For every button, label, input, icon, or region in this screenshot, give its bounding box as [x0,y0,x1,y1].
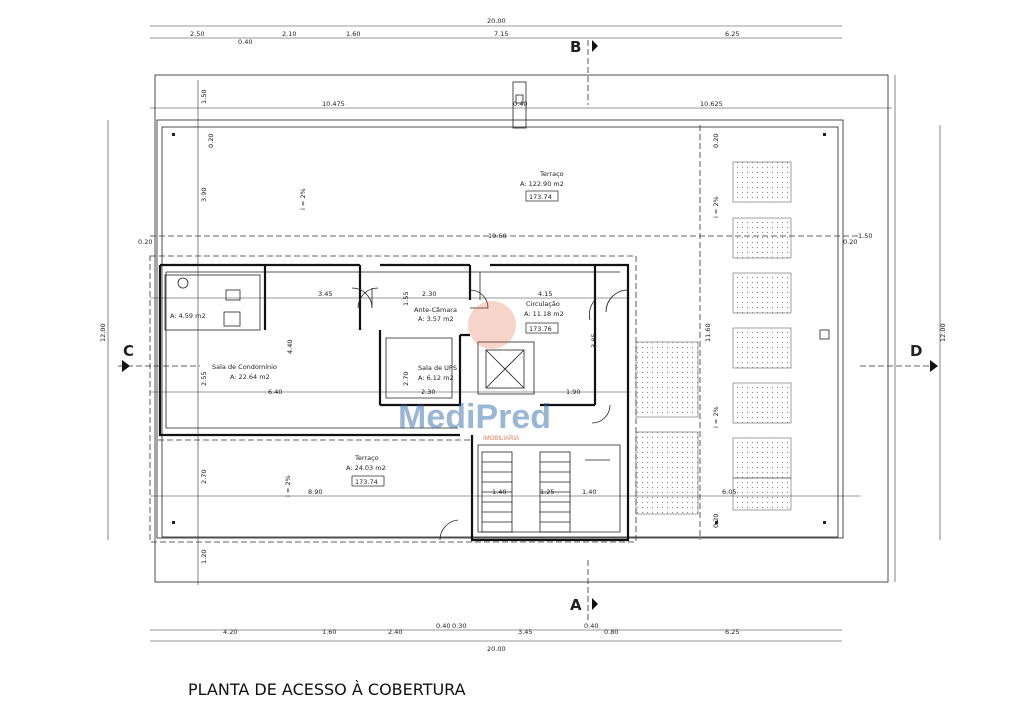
dim-text: 3.45 [518,628,532,636]
section-label-d: D [910,342,922,360]
dim-text: 0.20 [712,134,720,148]
dim-text: 3.85 [590,334,598,348]
section-label-b: B [570,38,581,56]
watermark-logo: MediPred IMOBILIÁRIA [398,301,551,442]
roof-outline [154,74,889,583]
watermark-sub: IMOBILIÁRIA [483,435,519,442]
room-area: A: 24.03 m2 [346,464,386,472]
dim-text: 0.20 [138,238,152,246]
dim-text: 6.05 [722,488,736,496]
dim-text: 0.20 [712,514,720,528]
room-area: A: 22.64 m2 [230,373,270,381]
dim-text: 1.90 [566,388,580,396]
core-walls [158,263,630,542]
dim-text: 12.00 [99,323,107,342]
dimension-lines [107,25,941,642]
dim-text: 1.25 [540,488,554,496]
dim-text: 12.00 [939,323,947,342]
dim-text: 6.25 [725,628,739,636]
slope-label: i = 2% [712,196,720,218]
dim-text: 8.90 [308,488,322,496]
dim-text: 6.40 [268,388,282,396]
dim-text: 2.30 [422,290,436,298]
room-area: A: 122.90 m2 [520,180,564,188]
section-label-c: C [123,342,134,360]
dim-text: 0.40 [436,622,450,630]
section-label-a: A [570,596,582,614]
dim-text: 1.20 [200,550,208,564]
staircase [481,451,610,533]
slope-label: i = 2% [284,475,292,497]
room-area: A: 4.59 m2 [170,312,206,320]
room-area: A: 11.18 m2 [524,310,564,318]
dim-text: 2.70 [402,372,410,386]
dim-text: 10.625 [700,100,723,108]
skylight-panels [635,161,792,515]
toilet-icon [177,277,189,289]
slope-label: i = 2% [712,406,720,428]
room-name: Sala de UPS [418,364,457,372]
dim-text: 1.60 [322,628,336,636]
roof-drain [819,329,830,340]
roof-vent [512,81,527,129]
dim-text: 0.20 [207,134,215,148]
corner-markers [172,133,826,524]
room-name: Terraço [354,454,379,462]
dim-text: 2.55 [200,372,208,386]
room-level: 173.74 [355,478,378,486]
dim-text: 0.40 [238,38,252,46]
dim-text: 1.50 [200,90,208,104]
room-name: Ante-Câmara [414,306,457,314]
dim-text: 1.55 [402,292,410,306]
drawing-title: PLANTA DE ACESSO À COBERTURA [188,680,466,699]
dim-text: 0.40 [513,100,527,108]
lift-shaft [477,341,535,395]
dim-text: 2.30 [421,388,435,396]
dim-text: 11.60 [704,323,712,342]
dim-text: 3.45 [318,290,332,298]
dim-text: 7.15 [494,30,508,38]
room-name: Sala de Condomínio [212,363,277,371]
dim-text: 2.40 [388,628,402,636]
dim-text: 2.70 [200,470,208,484]
dim-text: 4.15 [538,290,552,298]
room-area: A: 3.57 m2 [418,315,454,323]
core-outer-dash [149,255,637,543]
dim-text: 1.60 [346,30,360,38]
room-name: Circulação [526,300,560,308]
room-area: A: 6.12 m2 [418,374,454,382]
dim-text: 2.50 [190,30,204,38]
dim-text: 6.25 [725,30,739,38]
watermark-brand: MediPred [398,398,551,436]
dim-text: 10.475 [322,100,345,108]
dim-text: 4.40 [286,340,294,354]
dim-text: 1.50 [858,232,872,240]
room-name: Terraço [539,170,564,178]
room-level: 173.76 [529,325,552,333]
section-cut-lines [118,40,938,620]
dim-text: 0.20 [843,238,857,246]
slope-label: i = 2% [299,188,307,210]
washbasin-icon [223,311,241,327]
core-inner-walls [165,271,621,533]
dim-text: 19.60 [488,232,507,240]
dim-text: 20.00 [487,17,506,25]
dim-text: 20.00 [487,645,506,653]
shower-icon [225,289,241,301]
wc-room [164,274,261,331]
dim-text: 0.30 [452,622,466,630]
dim-text: 3.90 [200,188,208,202]
room-level: 173.74 [529,193,552,201]
dim-text: 1.40 [492,488,506,496]
door-swings [351,287,629,541]
roof-parapet [161,126,839,538]
dim-text: 4.20 [223,628,237,636]
dim-text: 1.40 [582,488,596,496]
dim-text: 0.40 [584,622,598,630]
dim-text: 2.10 [282,30,296,38]
dim-text: 0.80 [604,628,618,636]
roof-inner-line [156,119,844,539]
